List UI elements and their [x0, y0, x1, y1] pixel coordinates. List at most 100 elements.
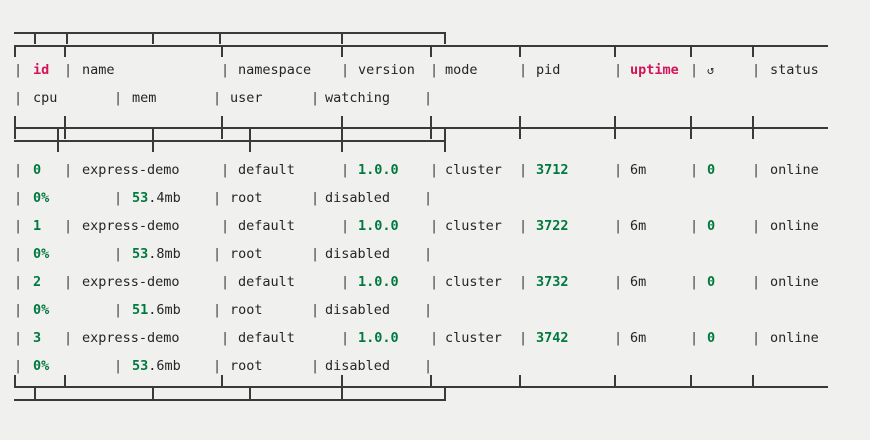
pipe-glyph: |: [14, 62, 23, 78]
table-row-secondary: |0%|51.6mb|root|disabled|: [0, 296, 870, 324]
pipe-glyph: |: [114, 302, 123, 318]
pipe-glyph: |: [114, 246, 123, 262]
cell-name: express-demo: [82, 218, 180, 234]
border-tick: [34, 32, 36, 44]
cell-watching: disabled: [325, 358, 391, 374]
status-badge: online: [770, 274, 819, 290]
pipe-glyph: |: [752, 330, 761, 346]
pipe-glyph: |: [213, 190, 222, 206]
border-line: [14, 386, 828, 388]
column-header-watching[interactable]: watching: [325, 90, 391, 106]
border-tick: [14, 375, 16, 387]
cell-name: express-demo: [82, 162, 180, 178]
column-header-cpu[interactable]: cpu: [33, 90, 58, 106]
column-header-name[interactable]: name: [82, 62, 115, 78]
table-row-secondary: |0%|53.8mb|root|disabled|: [0, 240, 870, 268]
pipe-glyph: |: [519, 62, 528, 78]
border-tick: [64, 375, 66, 387]
pipe-glyph: |: [311, 246, 320, 262]
border-tick: [341, 116, 343, 139]
pipe-glyph: |: [424, 246, 433, 262]
border-tick: [444, 129, 446, 152]
table-row[interactable]: |3|express-demo|default|1.0.0|cluster|37…: [0, 324, 870, 380]
pipe-glyph: |: [311, 90, 320, 106]
cell-restarts: 0: [707, 330, 716, 346]
cell-mode: cluster: [445, 274, 502, 290]
pipe-glyph: |: [14, 274, 23, 290]
pipe-glyph: |: [752, 62, 761, 78]
cell-restarts: 0: [707, 274, 716, 290]
cell-mem-value: 51: [132, 302, 149, 318]
cell-watching: disabled: [325, 190, 391, 206]
pipe-glyph: |: [424, 190, 433, 206]
table-row-primary: |2|express-demo|default|1.0.0|cluster|37…: [0, 268, 870, 296]
column-header-version[interactable]: version: [358, 62, 415, 78]
column-header-mode[interactable]: mode: [445, 62, 478, 78]
border-line: [14, 32, 446, 34]
border-tick: [614, 375, 616, 387]
column-header-mem[interactable]: mem: [132, 90, 157, 106]
cell-mem-value: 53: [132, 358, 149, 374]
pipe-glyph: |: [64, 62, 73, 78]
pipe-glyph: |: [430, 218, 439, 234]
cell-restarts: 0: [707, 162, 716, 178]
cell-uptime: 6m: [630, 162, 647, 178]
cell-pid: 3712: [536, 162, 569, 178]
cell-mem-unit: .6mb: [148, 358, 181, 374]
cell-id: 3: [33, 330, 42, 346]
border-tick: [752, 45, 754, 57]
border-tick: [341, 388, 343, 400]
table-row[interactable]: |2|express-demo|default|1.0.0|cluster|37…: [0, 268, 870, 324]
pipe-glyph: |: [14, 358, 23, 374]
cell-pid: 3722: [536, 218, 569, 234]
pm2-process-table: | id | name | namespace | version | mode…: [0, 26, 870, 401]
pipe-glyph: |: [213, 302, 222, 318]
border-tick: [752, 116, 754, 139]
column-header-status[interactable]: status: [770, 62, 819, 78]
table-row[interactable]: |1|express-demo|default|1.0.0|cluster|37…: [0, 212, 870, 268]
cell-uptime: 6m: [630, 218, 647, 234]
cell-name: express-demo: [82, 274, 180, 290]
cell-mem-unit: .8mb: [148, 246, 181, 262]
pipe-glyph: |: [614, 330, 623, 346]
cell-user: root: [230, 302, 263, 318]
column-header-uptime[interactable]: uptime: [630, 62, 679, 78]
border-tick: [430, 45, 432, 57]
pipe-glyph: |: [424, 90, 433, 106]
pipe-glyph: |: [64, 274, 73, 290]
pipe-glyph: |: [430, 162, 439, 178]
border-tick: [519, 116, 521, 139]
column-header-pid[interactable]: pid: [536, 62, 561, 78]
border-tick: [444, 388, 446, 400]
cell-mode: cluster: [445, 330, 502, 346]
border-tick: [430, 116, 432, 139]
cell-user: root: [230, 358, 263, 374]
border-tick: [14, 45, 16, 57]
pipe-glyph: |: [311, 302, 320, 318]
column-header-user[interactable]: user: [230, 90, 263, 106]
cell-mem: 53.4mb: [132, 188, 181, 208]
cell-cpu: 0%: [33, 190, 50, 206]
table-top-border-secondary: [0, 26, 870, 44]
table-bottom-border-primary: [0, 375, 870, 393]
table-row-secondary: |0%|53.6mb|root|disabled|: [0, 352, 870, 380]
column-header-namespace[interactable]: namespace: [238, 62, 312, 78]
border-tick: [614, 116, 616, 139]
border-tick: [152, 388, 154, 400]
border-tick: [341, 375, 343, 387]
cell-uptime: 6m: [630, 330, 647, 346]
column-header-id[interactable]: id: [33, 62, 50, 78]
border-tick: [221, 375, 223, 387]
table-row[interactable]: |0|express-demo|default|1.0.0|cluster|37…: [0, 156, 870, 212]
pipe-glyph: |: [14, 218, 23, 234]
cell-watching: disabled: [325, 302, 391, 318]
pipe-glyph: |: [14, 302, 23, 318]
border-tick: [64, 116, 66, 139]
pipe-glyph: |: [64, 162, 73, 178]
cell-mode: cluster: [445, 162, 502, 178]
pipe-glyph: |: [341, 162, 350, 178]
table-row-secondary: |0%|53.4mb|root|disabled|: [0, 184, 870, 212]
pipe-glyph: |: [311, 190, 320, 206]
pipe-glyph: |: [64, 330, 73, 346]
pipe-glyph: |: [14, 90, 23, 106]
